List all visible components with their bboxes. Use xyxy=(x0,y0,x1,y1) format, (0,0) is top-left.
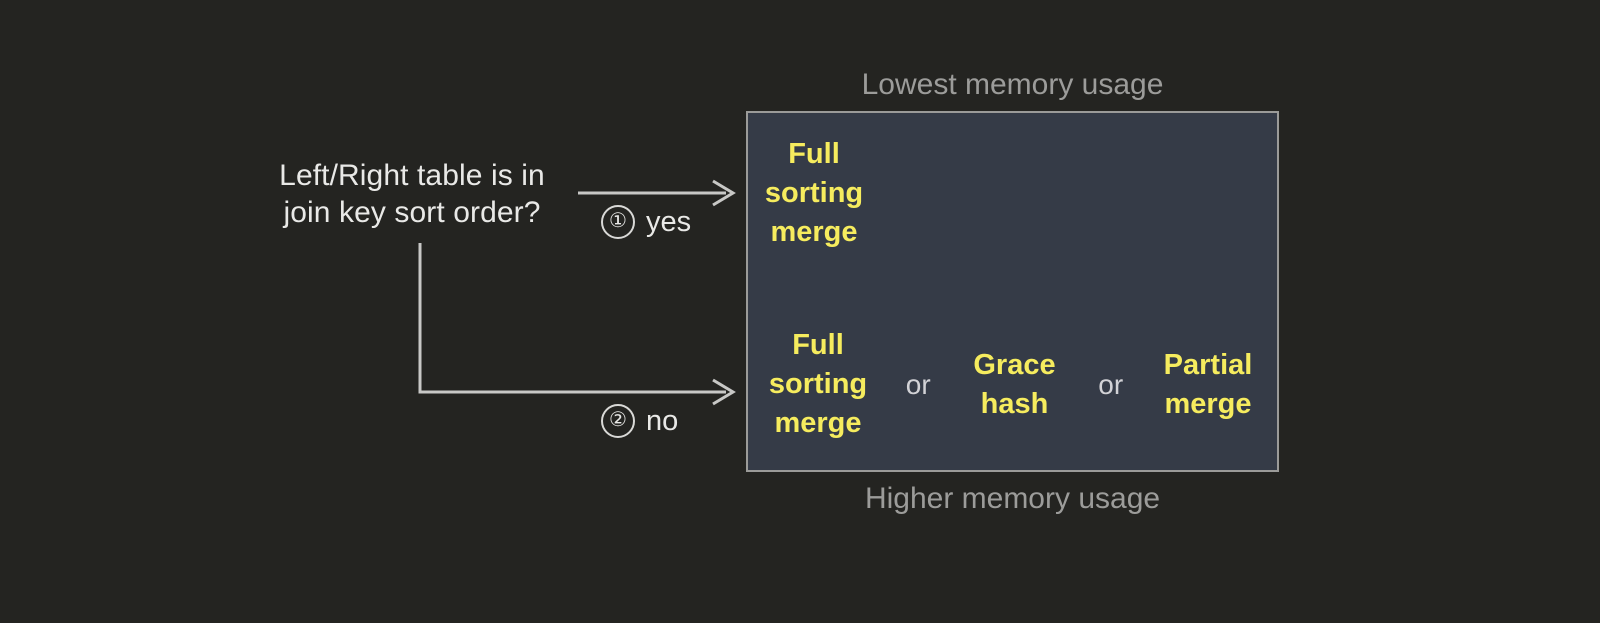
result-panel: Full sorting merge Full sorting merge or… xyxy=(746,111,1279,472)
option-separator-or-1: or xyxy=(905,368,931,400)
arrow-yes-head xyxy=(712,179,736,207)
branch-no-text: no xyxy=(646,404,679,437)
option-grace-hash: Grace hash xyxy=(973,348,1056,420)
option-separator-or-2: or xyxy=(1098,368,1124,400)
decision-question: Left/Right table is in join key sort ord… xyxy=(279,159,545,229)
option-row-sorted: Full sorting merge xyxy=(748,135,1277,252)
option-partial-merge: Partial merge xyxy=(1163,348,1253,420)
circled-number-1-icon: ① xyxy=(601,205,635,239)
arrow-no-line xyxy=(418,243,726,394)
caption-lowest-memory: Lowest memory usage xyxy=(861,68,1164,101)
branch-yes-text: yes xyxy=(646,205,692,238)
branch-label-yes: ① yes xyxy=(601,205,691,239)
option-row-unsorted: Full sorting merge or Grace hash or Part… xyxy=(748,326,1277,443)
circled-number-2-icon: ② xyxy=(601,404,635,438)
option-full-sorting-merge-unsorted: Full sorting merge xyxy=(768,329,868,439)
branch-label-no: ② no xyxy=(601,404,678,438)
caption-higher-memory: Higher memory usage xyxy=(864,482,1161,515)
option-full-sorting-merge-sorted: Full sorting merge xyxy=(764,138,864,248)
arrow-no-head xyxy=(712,378,736,406)
